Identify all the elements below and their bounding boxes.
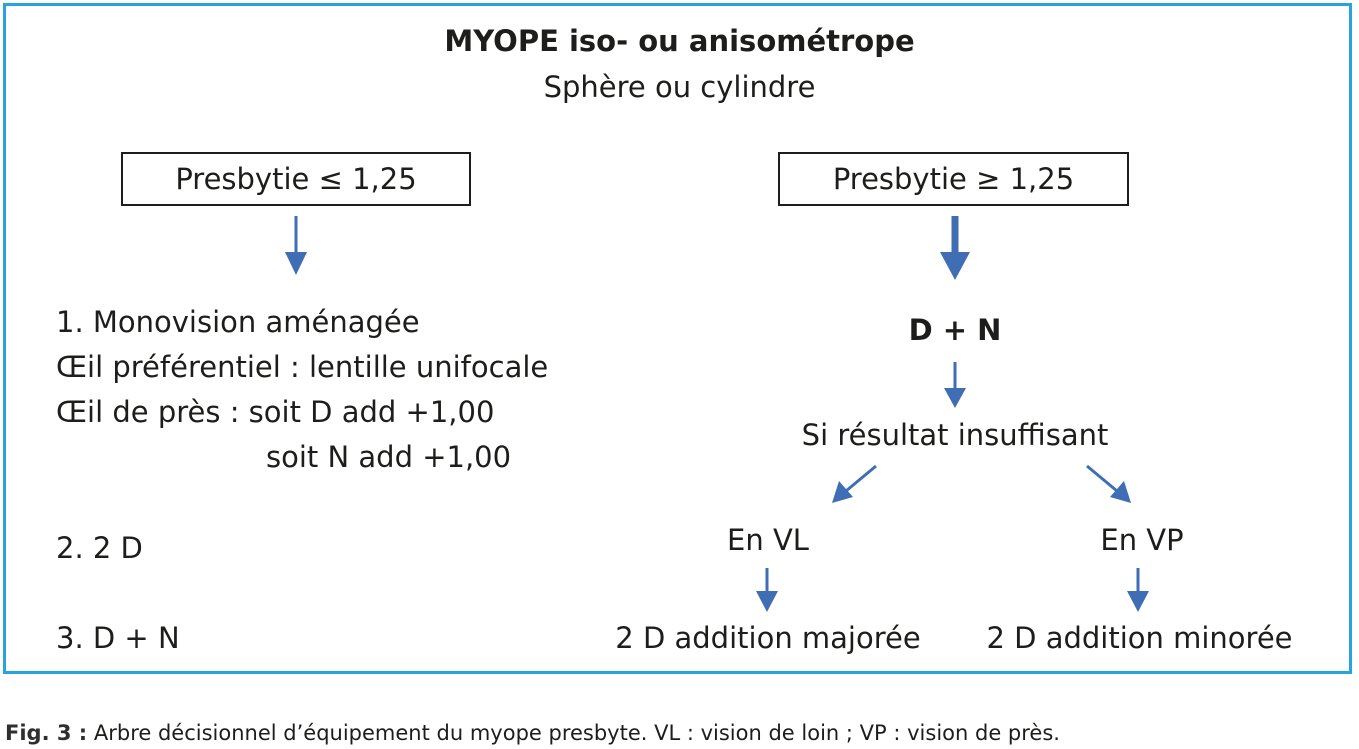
box-presbytie-high-label: Presbytie ≥ 1,25 [832, 162, 1075, 196]
box-presbytie-low: Presbytie ≤ 1,25 [121, 152, 471, 206]
vp-label: En VP [1100, 523, 1184, 557]
arrow-diagonal-vl [832, 464, 877, 503]
caption-text: Arbre décisionnel d’équipement du myope … [93, 721, 1060, 745]
left-line-5: 2. 2 D [56, 531, 143, 565]
vp-result: 2 D addition minorée [986, 621, 1293, 655]
figure-caption: Fig. 3 : Arbre décisionnel d’équipement … [5, 721, 1060, 745]
diagram-subtitle: Sphère ou cylindre [543, 70, 816, 104]
vl-label: En VL [727, 523, 809, 557]
arrow-down-right-thick [940, 216, 970, 280]
left-line-4: soit N add +1,00 [266, 440, 512, 474]
arrow-down-vp [1127, 568, 1149, 612]
insufficient-label: Si résultat insuffisant [801, 418, 1109, 452]
box-presbytie-high: Presbytie ≥ 1,25 [778, 152, 1129, 206]
caption-label: Fig. 3 : [5, 721, 88, 745]
left-line-1: 1. Monovision aménagée [56, 305, 420, 339]
vl-result: 2 D addition majorée [615, 621, 921, 655]
left-line-2: Œil préférentiel : lentille unifocale [56, 350, 549, 384]
arrow-diagonal-vp [1086, 464, 1131, 503]
arrow-down-vl [756, 568, 778, 612]
diagram-frame [3, 3, 1352, 674]
dn-label: D + N [908, 313, 1002, 347]
arrow-down-left [285, 216, 307, 275]
arrow-down-dn [944, 362, 966, 408]
left-line-6: 3. D + N [56, 621, 180, 655]
diagram-title: MYOPE iso- ou anisométrope [444, 24, 915, 58]
box-presbytie-low-label: Presbytie ≤ 1,25 [175, 162, 417, 196]
left-line-3: Œil de près : soit D add +1,00 [56, 395, 495, 429]
